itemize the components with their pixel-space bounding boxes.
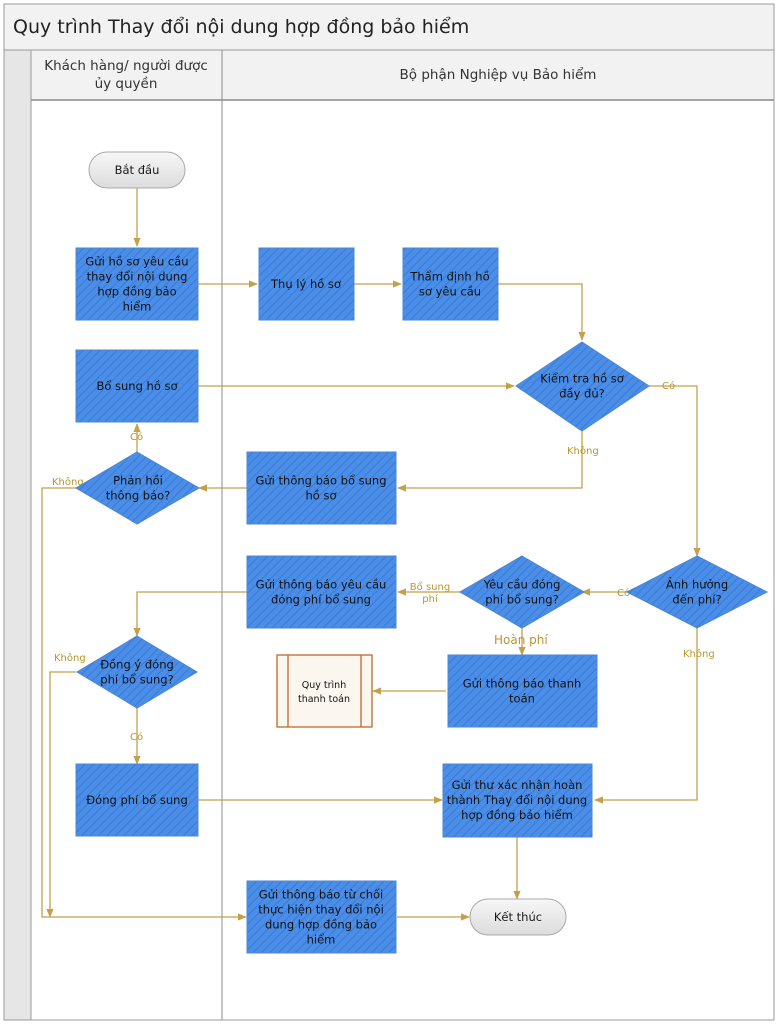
svg-text:Thụ lý hồ sơ: Thụ lý hồ sơ [270, 277, 341, 291]
label-agree-no: Không [54, 652, 86, 664]
label-respond-no: Không [52, 476, 84, 488]
node-pay-fee: Đóng phí bổ sung [75, 763, 199, 837]
diagram-title: Quy trình Thay đổi nội dung hợp đồng bảo… [13, 16, 469, 38]
label-fee-yes: Có [617, 587, 630, 599]
pool-frame [3, 3, 775, 1021]
label-check-yes: Có [662, 380, 675, 392]
edges [41, 188, 701, 921]
edge-check-no [397, 431, 583, 492]
label-refund: Hoàn phí [494, 633, 548, 647]
svg-text:Đóng phí bổ sung: Đóng phí bổ sung [86, 793, 188, 807]
node-supplement-file: Bổ sung hồ sơ [75, 349, 199, 423]
node-end: Kết thúc [469, 898, 567, 936]
edge-agree-no [46, 671, 76, 918]
svg-text:Quy trình Thay đổi nội dung hợ: Quy trình Thay đổi nội dung hợp đồng bảo… [13, 16, 469, 38]
label-check-no: Không [567, 445, 599, 457]
label-respond-yes: Có [130, 431, 143, 443]
edge-appraise-check [498, 283, 586, 341]
edge-respond-no [41, 487, 247, 921]
node-start: Bắt đầu [88, 151, 186, 189]
svg-text:Bắt đầu: Bắt đầu [115, 163, 160, 177]
lane-insurance-header: Bộ phận Nghiệp vụ Bảo hiểm [400, 66, 597, 83]
edge-check-yes [649, 385, 701, 557]
svg-text:Bộ phận Nghiệp vụ Bảo hiểm: Bộ phận Nghiệp vụ Bảo hiểm [400, 66, 597, 83]
label-fee-no: Không [683, 648, 715, 660]
node-receive-file: Thụ lý hồ sơ [258, 247, 355, 321]
label-agree-yes: Có [130, 731, 143, 743]
svg-text:Bổ sung hồ sơ: Bổ sung hồ sơ [96, 379, 177, 393]
edge-fee-no [594, 628, 698, 804]
edge-notify-fee-agree [133, 591, 247, 637]
svg-text:Kết thúc: Kết thúc [494, 910, 542, 924]
